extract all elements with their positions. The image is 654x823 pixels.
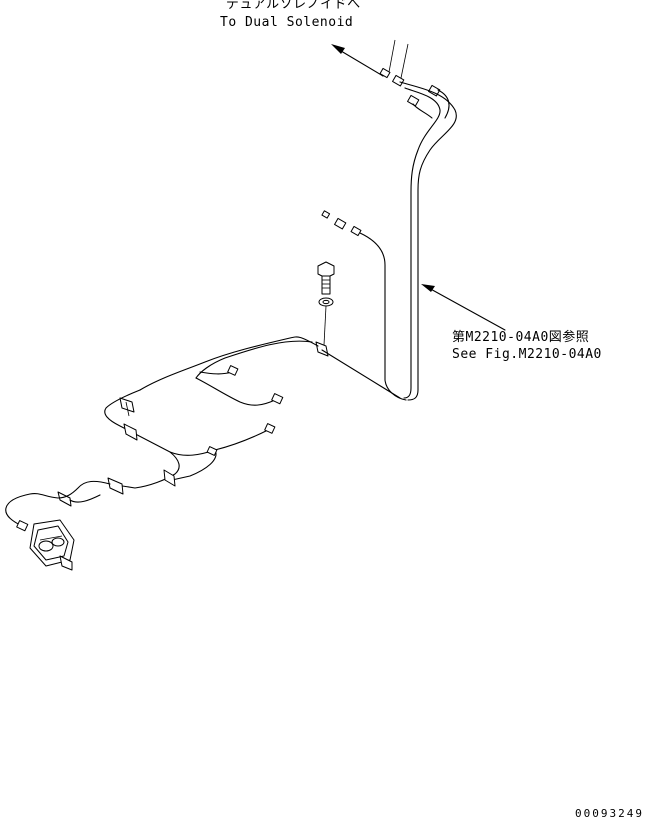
main-harness-trunk — [399, 81, 457, 401]
label-fig-ref-en: See Fig.M2210-04A0 — [452, 347, 602, 362]
lamp-unit — [29, 519, 75, 571]
clamp-far-left — [57, 491, 72, 507]
arrow-to-dual-solenoid — [331, 44, 384, 77]
clamp-lower-left — [107, 477, 124, 495]
far-left-harness — [5, 480, 111, 532]
clamp-right-small — [163, 469, 176, 487]
lower-harness — [139, 336, 401, 406]
dual-solenoid-connectors — [379, 39, 441, 107]
clamp-mid-left — [123, 423, 138, 441]
clamp-upper-left — [119, 397, 135, 417]
washer — [318, 297, 334, 307]
left-harness — [104, 389, 276, 489]
bolt — [317, 261, 335, 295]
label-fig-ref-jp: 第M2210-04A0図参照 — [452, 330, 590, 345]
drawing-number: 00093249 — [575, 807, 644, 820]
label-dual-solenoid-en: To Dual Solenoid — [220, 15, 354, 30]
arrow-fig-reference — [421, 284, 506, 331]
label-dual-solenoid-jp: デュアルソレノイドへ — [226, 0, 361, 12]
branch-connectors — [321, 210, 407, 401]
clamp-main — [315, 305, 329, 357]
